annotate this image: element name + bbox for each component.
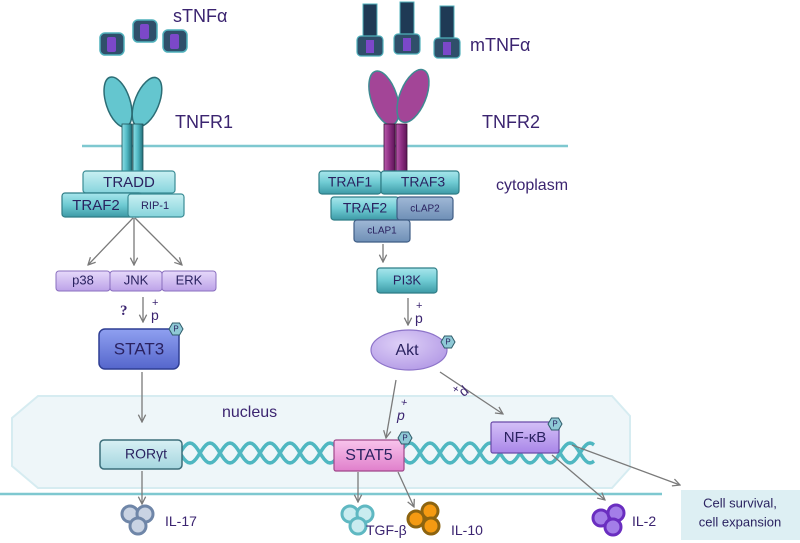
- traf3-box: TRAF3: [380, 170, 460, 195]
- ciap2-box: cLAP2: [396, 196, 454, 221]
- svg-text:RIP-1: RIP-1: [141, 200, 169, 212]
- svg-text:cLAP1: cLAP1: [367, 226, 397, 237]
- svg-text:P: P: [552, 420, 557, 429]
- tnfr1-label: TNFR1: [175, 112, 233, 132]
- mtnfa-trimer-3: [433, 5, 461, 59]
- svg-text:cLAP2: cLAP2: [410, 204, 440, 215]
- tnfr2-receptor: [368, 68, 430, 173]
- svg-text:TRAF2: TRAF2: [343, 200, 388, 216]
- svg-text:Cell survival,: Cell survival,: [703, 495, 777, 510]
- svg-text:JNK: JNK: [124, 272, 149, 287]
- stat3-phospho-badge: P: [168, 322, 184, 336]
- il10-label: IL-10: [451, 522, 483, 538]
- stat3-plus-label: +: [152, 297, 158, 309]
- stat5-p-label: p: [396, 407, 405, 423]
- stat5-phospho-badge: P: [397, 431, 413, 445]
- erk-box: ERK: [161, 270, 217, 292]
- p38-box: p38: [55, 270, 111, 292]
- tnfr2-label: TNFR2: [482, 112, 540, 132]
- svg-text:ERK: ERK: [176, 272, 203, 287]
- il10-trimer-icon: [406, 501, 441, 536]
- traf2-box-tnfr1: TRAF2: [61, 192, 143, 218]
- stnfa-label: sTNFα: [173, 6, 227, 26]
- traf2-box-tnfr2: TRAF2: [330, 196, 400, 221]
- stat5-box: STAT5: [333, 439, 405, 472]
- tgfb-label: TGF-β: [366, 522, 407, 538]
- stnfa-trimer-1: [99, 32, 125, 56]
- svg-text:TRADD: TRADD: [103, 174, 155, 191]
- svg-text:TRAF2: TRAF2: [72, 197, 120, 214]
- rorgt-box: RORγt: [99, 439, 183, 470]
- akt-plus-label: +: [416, 300, 422, 312]
- mtnfa-trimer-2: [393, 1, 421, 55]
- svg-text:Akt: Akt: [395, 342, 419, 359]
- mtnfa-label: mTNFα: [470, 35, 530, 55]
- cell-outcome-box: Cell survival, cell expansion: [681, 490, 800, 540]
- akt-p-label: p: [415, 310, 423, 326]
- svg-text:P: P: [402, 434, 407, 443]
- tradd-box: TRADD: [82, 170, 176, 194]
- svg-text:p38: p38: [72, 272, 94, 287]
- stnfa-trimer-3: [162, 29, 188, 53]
- svg-text:RORγt: RORγt: [125, 446, 167, 462]
- traf1-box: TRAF1: [318, 170, 382, 195]
- akt-node: Akt: [370, 329, 448, 371]
- stat3-box: STAT3: [98, 328, 180, 370]
- nucleus-label: nucleus: [222, 404, 277, 421]
- nfkb-phospho-badge: P: [547, 417, 563, 431]
- svg-text:TRAF1: TRAF1: [328, 174, 373, 190]
- svg-text:cell expansion: cell expansion: [699, 514, 781, 529]
- tgfb-trimer-icon: [340, 504, 375, 536]
- mtnfa-trimer-1: [356, 3, 384, 57]
- jnk-box: JNK: [109, 270, 163, 292]
- cytoplasm-label: cytoplasm: [496, 177, 568, 194]
- akt-phospho-badge: P: [440, 335, 456, 349]
- stnfa-trimer-2: [132, 19, 158, 43]
- svg-text:NF-κB: NF-κB: [504, 429, 547, 446]
- rip1-box: RIP-1: [127, 193, 185, 218]
- svg-text:P: P: [445, 338, 450, 347]
- nfkb-box: NF-κB: [490, 421, 560, 454]
- svg-text:TRAF3: TRAF3: [401, 174, 446, 190]
- stat5-plus-label: +: [400, 397, 408, 410]
- il2-label: IL-2: [632, 513, 656, 529]
- unknown-mark: ?: [120, 303, 128, 319]
- stat3-p-label: p: [151, 307, 159, 323]
- svg-text:PI3K: PI3K: [393, 272, 422, 287]
- svg-text:P: P: [173, 325, 178, 334]
- svg-text:STAT3: STAT3: [114, 339, 164, 358]
- il2-trimer-icon: [591, 503, 626, 537]
- tnfr1-receptor: [103, 76, 163, 173]
- il17-trimer-icon: [120, 504, 155, 536]
- il17-label: IL-17: [165, 513, 197, 529]
- pi3k-box: PI3K: [376, 267, 438, 294]
- ciap1-box: cLAP1: [353, 219, 411, 243]
- svg-text:STAT5: STAT5: [345, 447, 393, 464]
